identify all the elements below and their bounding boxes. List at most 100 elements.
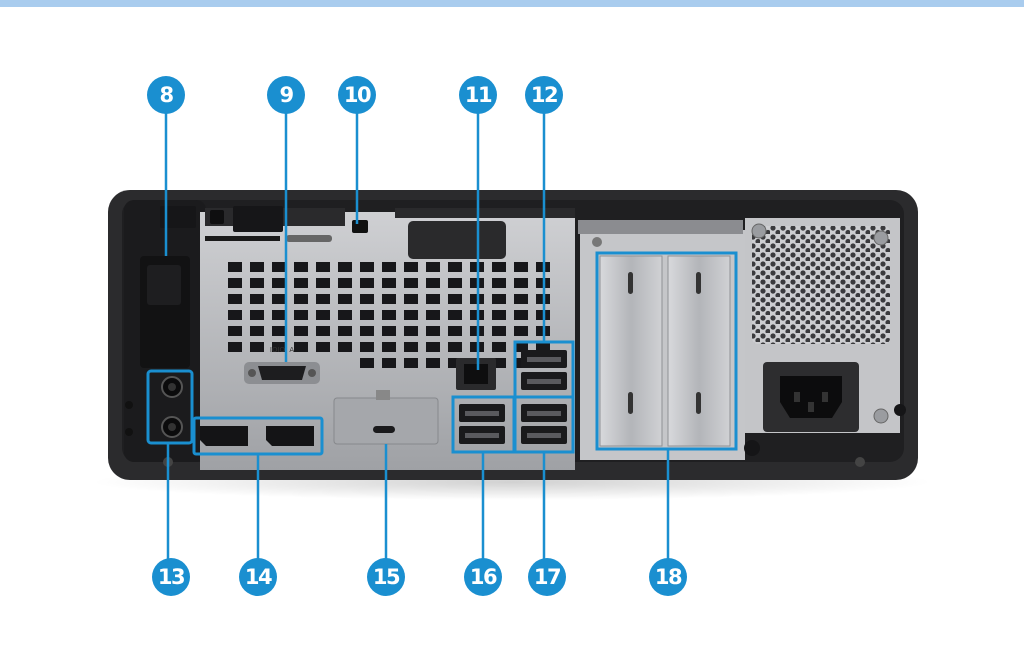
vent-hole [360, 326, 374, 336]
vent-hole [404, 342, 418, 352]
vent-hole [426, 278, 440, 288]
vent-hole [492, 342, 506, 352]
usb-port-tongue [527, 379, 561, 384]
vent-hole [360, 358, 374, 368]
vent-hole [492, 278, 506, 288]
usb-port-tongue [465, 411, 499, 416]
vent-hole [294, 342, 308, 352]
vent-hole [294, 294, 308, 304]
serial-port-label: IOIOI A [270, 346, 294, 354]
vent-hole [382, 310, 396, 320]
vent-hole [294, 326, 308, 336]
vent-hole [272, 342, 286, 352]
vent-hole [448, 342, 462, 352]
vent-hole [426, 358, 440, 368]
callout-9-label: 9 [279, 83, 293, 107]
vent-hole [514, 262, 528, 272]
vent-hole [448, 294, 462, 304]
vent-hole [316, 326, 330, 336]
optional-port-cover [333, 390, 439, 445]
vent-hole [404, 326, 418, 336]
vent-hole [426, 262, 440, 272]
vent-hole [228, 278, 242, 288]
callout-10-label: 10 [344, 83, 371, 107]
vent-hole [448, 310, 462, 320]
vent-hole [228, 310, 242, 320]
audio-jacks [161, 376, 183, 438]
vent-hole [360, 342, 374, 352]
expansion-slot-covers [578, 220, 743, 447]
usb-port-tongue [527, 357, 561, 362]
vent-hole [316, 342, 330, 352]
vent-hole [448, 262, 462, 272]
vent-hole [404, 358, 418, 368]
usb-port-tongue [527, 411, 561, 416]
callout-18-label: 18 [655, 565, 682, 589]
vent-hole [492, 326, 506, 336]
vent-hole [338, 278, 352, 288]
callout-17-label: 17 [534, 565, 560, 589]
callout-9: 9 [267, 76, 305, 114]
vent-hole [250, 342, 264, 352]
highlight-expansion-slots [595, 251, 738, 451]
callout-12-label: 12 [531, 83, 557, 107]
callout-13-label: 13 [158, 565, 184, 589]
vent-hole [382, 342, 396, 352]
callout-8: 8 [147, 76, 185, 114]
callout-15: 15 [367, 558, 405, 596]
vent-hole [404, 262, 418, 272]
vent-hole [228, 262, 242, 272]
vent-hole [404, 294, 418, 304]
vent-hole [316, 310, 330, 320]
vent-hole [338, 310, 352, 320]
power-supply [751, 223, 890, 432]
vent-hole [382, 262, 396, 272]
vent-hole [360, 310, 374, 320]
vent-hole [338, 262, 352, 272]
callout-18: 18 [649, 558, 687, 596]
vent-hole [448, 326, 462, 336]
usb-ports [459, 350, 567, 444]
vent-hole [316, 278, 330, 288]
leader-lines [164, 112, 670, 560]
vent-hole [250, 310, 264, 320]
vent-hole [492, 358, 506, 368]
vent-hole [382, 278, 396, 288]
callout-17: 17 [528, 558, 566, 596]
vent-hole [426, 326, 440, 336]
vent-hole [338, 342, 352, 352]
callout-12: 12 [525, 76, 563, 114]
vent-hole [338, 326, 352, 336]
vent-hole [360, 262, 374, 272]
vent-hole [228, 342, 242, 352]
vent-hole [294, 310, 308, 320]
callout-14-label: 14 [245, 565, 272, 589]
vent-hole [492, 294, 506, 304]
highlight-audio [146, 369, 194, 445]
rj45-port [456, 358, 496, 390]
vent-hole [536, 342, 550, 352]
vent-hole [382, 358, 396, 368]
vent-hole [272, 278, 286, 288]
callout-15-label: 15 [373, 565, 400, 589]
vent-hole [514, 310, 528, 320]
vent-hole [404, 278, 418, 288]
callout-11: 11 [459, 76, 497, 114]
vent-hole [404, 310, 418, 320]
top-tabs [160, 206, 506, 259]
callout-11-label: 11 [465, 83, 492, 107]
vent-hole [426, 294, 440, 304]
vent-hole [272, 326, 286, 336]
vent-hole [228, 326, 242, 336]
vent-hole [272, 294, 286, 304]
vent-hole [426, 310, 440, 320]
vent-hole [492, 310, 506, 320]
top-divider [0, 0, 1024, 7]
vent-hole [514, 278, 528, 288]
vent-hole [338, 294, 352, 304]
displayport-ports [200, 426, 314, 446]
usb-port-tongue [465, 433, 499, 438]
vent-hole [250, 262, 264, 272]
vent-hole [294, 278, 308, 288]
